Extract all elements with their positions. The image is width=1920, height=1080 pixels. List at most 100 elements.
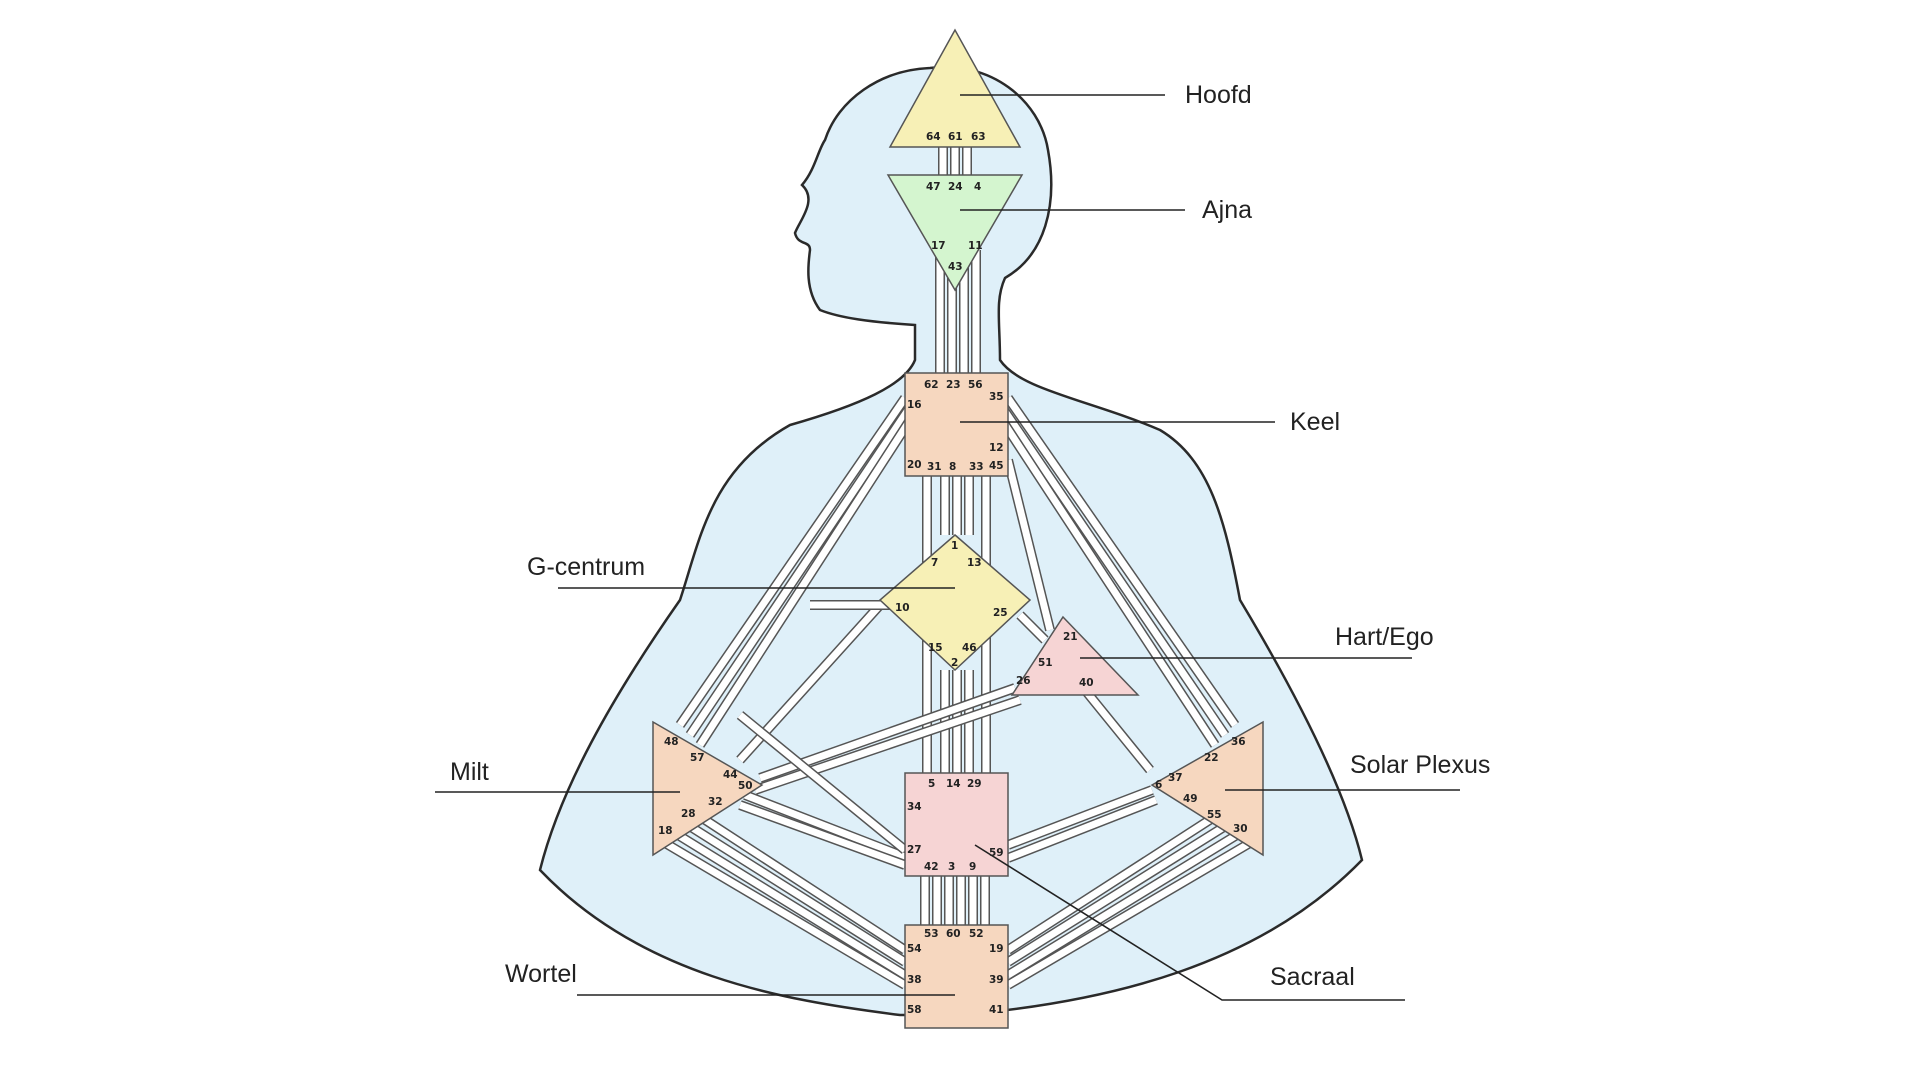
gate-number: 14: [946, 778, 961, 790]
gate-number: 62: [924, 379, 939, 391]
channel-band-fill: [687, 408, 911, 737]
channel-band-fill: [1006, 796, 1158, 862]
gate-number: 18: [658, 825, 673, 837]
channel-band-fill: [1017, 612, 1048, 643]
channel-band-fill: [1004, 459, 1054, 631]
gate-number: 54: [907, 943, 922, 955]
channel-band-fill: [1006, 827, 1247, 978]
label-g-centrum: G-centrum: [527, 553, 645, 581]
gate-number: 64: [926, 131, 941, 143]
gate-number: 57: [690, 752, 705, 764]
gate-number: 26: [1016, 675, 1031, 687]
label-sacraal: Sacraal: [1270, 963, 1355, 991]
gate-number: 59: [989, 847, 1004, 859]
gate-number: 47: [926, 181, 941, 193]
gate-number: 5: [928, 778, 935, 790]
gate-number: 19: [989, 943, 1004, 955]
channel-band-fill: [1001, 408, 1228, 737]
center-solar: [1150, 720, 1264, 857]
channel-band-fill: [688, 807, 907, 953]
gate-number: 3: [948, 861, 955, 873]
channel-band-fill: [678, 817, 907, 965]
gate-number: 11: [968, 240, 983, 252]
label-wortel: Wortel: [505, 960, 577, 988]
gate-number: 31: [927, 461, 942, 473]
gate-number: 12: [989, 442, 1004, 454]
gate-number: 7: [931, 557, 938, 569]
label-milt: Milt: [450, 758, 489, 786]
channel-band-fill: [738, 801, 907, 869]
center-hart: [1010, 615, 1140, 696]
channel-band-fill: [677, 396, 908, 727]
gate-number: 40: [1079, 677, 1094, 689]
gate-number: 36: [1231, 736, 1246, 748]
gate-number: 16: [907, 399, 922, 411]
gate-number: 21: [1063, 631, 1078, 643]
gate-number: 33: [969, 461, 984, 473]
channel-band-fill: [1006, 817, 1237, 965]
gate-number: 43: [948, 261, 963, 273]
center-hoofd: [888, 28, 1022, 148]
gate-number: 49: [1183, 793, 1198, 805]
gate-number: 53: [924, 928, 939, 940]
gate-number: 56: [968, 379, 983, 391]
gate-number: 32: [708, 796, 723, 808]
gate-number: 9: [969, 861, 976, 873]
channel-band-fill: [697, 418, 913, 747]
gate-number: 20: [907, 459, 922, 471]
gate-number: 58: [907, 1004, 922, 1016]
label-hart-ego: Hart/Ego: [1335, 623, 1434, 651]
label-solar-plexus: Solar Plexus: [1350, 751, 1490, 779]
gate-number: 52: [969, 928, 984, 940]
gate-number: 13: [967, 557, 982, 569]
gate-number: 10: [895, 602, 910, 614]
gate-number: 27: [907, 844, 922, 856]
center-milt: [652, 720, 764, 857]
gate-number: 24: [948, 181, 963, 193]
gate-number: 50: [738, 780, 753, 792]
centers: [652, 28, 1264, 1029]
gate-number: 41: [989, 1004, 1004, 1016]
gate-number: 38: [907, 974, 922, 986]
label-ajna: Ajna: [1202, 196, 1252, 224]
channel-band-fill: [999, 418, 1218, 747]
channel-band-fill: [668, 827, 907, 978]
center-g: [878, 534, 1032, 672]
center-labels: Hoofd Ajna Keel G-centrum Hart/Ego Milt …: [450, 81, 1490, 991]
gate-number: 45: [989, 460, 1004, 472]
channel-band-fill: [658, 836, 907, 989]
gate-number: 4: [974, 181, 981, 193]
channel-band-fill: [743, 791, 907, 861]
gate-number: 8: [949, 461, 956, 473]
gate-numbers: 64 61 63 47 24 4 17 11 43 62 23 56 16 35…: [658, 131, 1248, 1016]
gate-number: 34: [907, 801, 922, 813]
gate-number: 1: [951, 540, 958, 552]
gate-number: 15: [928, 642, 943, 654]
gate-number: 51: [1038, 657, 1053, 669]
channel-band-fill: [737, 712, 908, 853]
gate-number: 60: [946, 928, 961, 940]
gate-number: 44: [723, 769, 738, 781]
center-sacraal: [904, 772, 1009, 877]
gate-number: 28: [681, 808, 696, 820]
center-ajna: [886, 174, 1024, 292]
leader-lines: [435, 94, 1460, 1001]
gate-number: 46: [962, 642, 977, 654]
gate-number: 42: [924, 861, 939, 873]
gate-number: 2: [951, 657, 958, 669]
gate-number: 22: [1204, 752, 1219, 764]
gate-number: 23: [946, 379, 961, 391]
gate-number: 6: [1155, 779, 1162, 791]
label-keel: Keel: [1290, 408, 1340, 436]
channel-band-fill: [1005, 396, 1238, 727]
gate-number: 61: [948, 131, 963, 143]
gate-number: 17: [931, 240, 946, 252]
gate-number: 48: [664, 736, 679, 748]
gate-number: 55: [1207, 809, 1222, 821]
channel-band-fill: [1006, 786, 1154, 849]
channel-band-fill: [1006, 807, 1227, 953]
channel-band-fill: [1006, 836, 1257, 989]
label-hoofd: Hoofd: [1185, 81, 1252, 109]
leader-sacraal: [974, 844, 1405, 1001]
